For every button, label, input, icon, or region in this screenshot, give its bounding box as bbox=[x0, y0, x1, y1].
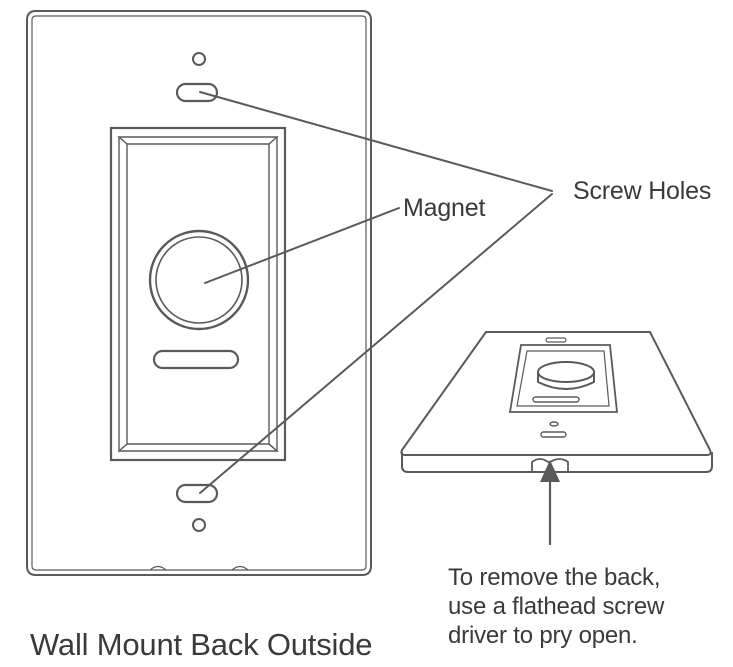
instruction-line: To remove the back, bbox=[448, 564, 661, 591]
magnet bbox=[148, 229, 250, 331]
instruction-line: use a flathead screw bbox=[448, 593, 665, 620]
top-screw-hole bbox=[175, 82, 219, 103]
top-small-hole bbox=[192, 52, 206, 66]
pry-arrow bbox=[540, 460, 560, 545]
center-slot bbox=[152, 349, 240, 370]
pry-open-instruction: To remove the back, use a flathead screw… bbox=[448, 563, 733, 650]
magnet-label: Magnet bbox=[403, 194, 486, 222]
instruction-line: driver to pry open. bbox=[448, 622, 638, 649]
leader-lines bbox=[199, 91, 553, 494]
diagram-caption: Wall Mount Back Outside bbox=[30, 627, 373, 662]
bottom-small-hole bbox=[192, 518, 206, 532]
screw-hole-bottom-leader bbox=[199, 193, 553, 494]
wall-plate bbox=[26, 10, 372, 576]
center-recess bbox=[109, 126, 287, 462]
screw-hole-top-leader bbox=[199, 91, 553, 192]
bottom-screw-hole bbox=[175, 483, 219, 504]
screw-holes-label: Screw Holes bbox=[573, 177, 712, 205]
magnet-leader bbox=[204, 207, 400, 284]
back-plate-perspective bbox=[400, 331, 713, 473]
